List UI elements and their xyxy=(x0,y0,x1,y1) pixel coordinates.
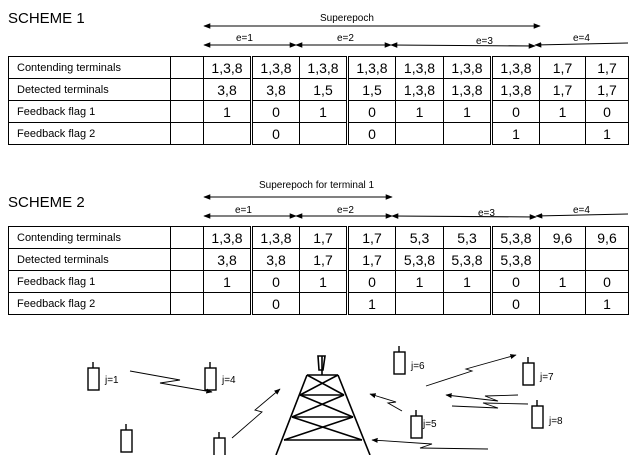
cell: 1 xyxy=(491,122,540,145)
scheme2-row-feedback-flag-1: Feedback flag 1 1 0 1 0 1 1 0 1 0 xyxy=(8,270,629,293)
cell: 1,7 xyxy=(539,78,586,101)
scheme1-epoch-2-label: e=2 xyxy=(337,33,354,44)
base-station-tower-icon xyxy=(275,355,371,455)
scheme2-epoch-4-arrow xyxy=(535,213,629,219)
cell: 9,6 xyxy=(585,226,629,249)
scheme1-row-contending: Contending terminals 1,3,8 1,3,8 1,3,8 1… xyxy=(8,56,629,79)
cell xyxy=(203,122,253,145)
link-j6-zigzag xyxy=(425,354,517,387)
scheme2-epoch-4-label: e=4 xyxy=(573,205,590,216)
scheme1-epoch-3-arrow xyxy=(390,42,536,49)
cell: 1 xyxy=(585,292,629,315)
cell: 1,3,8 xyxy=(395,78,444,101)
cell: 1,3,8 xyxy=(203,56,253,79)
cell: 1,3,8 xyxy=(491,56,540,79)
cell: 5,3,8 xyxy=(491,248,540,271)
cell xyxy=(203,292,253,315)
scheme2-row-feedback-flag-2: Feedback flag 2 0 1 0 1 xyxy=(8,292,629,315)
cell: 3,8 xyxy=(203,78,253,101)
scheme1-row-detected: Detected terminals 3,8 3,8 1,5 1,5 1,3,8… xyxy=(8,78,629,101)
cell: 1 xyxy=(203,100,253,123)
scheme2-row-detected: Detected terminals 3,8 3,8 1,7 1,7 5,3,8… xyxy=(8,248,629,271)
scheme2-epoch-3-arrow xyxy=(391,213,537,220)
cell xyxy=(299,292,349,315)
terminal-icon xyxy=(120,424,133,453)
terminal-j5-icon xyxy=(410,410,423,439)
scheme1-title: SCHEME 1 xyxy=(8,10,85,27)
terminal-j5-label: j=5 xyxy=(423,419,437,430)
terminal-j6-icon xyxy=(393,346,406,375)
scheme1-superepoch-label: Superepoch xyxy=(320,13,374,24)
cell xyxy=(299,122,349,145)
scheme1-epoch-4-arrow xyxy=(534,42,629,48)
cell xyxy=(443,292,493,315)
terminal-j1-icon xyxy=(87,362,100,391)
terminal-j8-icon xyxy=(531,400,544,429)
cell: 1,5 xyxy=(299,78,349,101)
terminal-j6-label: j=6 xyxy=(411,361,425,372)
link-downlink-zigzag xyxy=(371,437,489,450)
row-label: Feedback flag 1 xyxy=(8,270,171,293)
terminal-icon xyxy=(213,432,226,455)
scheme2-superepoch-label: Superepoch for terminal 1 xyxy=(259,180,375,191)
terminal-j7-icon xyxy=(522,357,535,386)
scheme1-row-feedback-flag-2: Feedback flag 2 0 0 1 1 xyxy=(8,122,629,145)
scheme1-table: Contending terminals 1,3,8 1,3,8 1,3,8 1… xyxy=(8,56,629,145)
link-j5-zigzag xyxy=(369,393,403,412)
row-label: Feedback flag 2 xyxy=(8,292,171,315)
cell: 1 xyxy=(299,100,349,123)
terminal-j4-icon xyxy=(204,362,217,391)
scheme1-epoch-3-label: e=3 xyxy=(476,36,493,47)
cell: 1,5 xyxy=(347,78,396,101)
cell: 1,3,8 xyxy=(443,56,493,79)
link-j8-zigzag xyxy=(451,402,529,409)
terminal-j1-label: j=1 xyxy=(105,375,119,386)
cell: 1,3,8 xyxy=(251,226,300,249)
cell: 0 xyxy=(347,122,396,145)
cell: 1 xyxy=(347,292,396,315)
row-label: Detected terminals xyxy=(8,248,171,271)
cell: 1,3,8 xyxy=(203,226,253,249)
scheme1-epoch-4-label: e=4 xyxy=(573,33,590,44)
terminal-j4-label: j=4 xyxy=(222,375,236,386)
scheme2-epoch-2-label: e=2 xyxy=(337,205,354,216)
cell: 1,3,8 xyxy=(347,56,396,79)
scheme1-epoch-1-label: e=1 xyxy=(236,33,253,44)
scheme2-title: SCHEME 2 xyxy=(8,194,85,211)
link-j1-zigzag xyxy=(129,370,213,394)
terminal-j8-label: j=8 xyxy=(549,416,563,427)
cell xyxy=(443,122,493,145)
cell: 1 xyxy=(585,122,629,145)
terminal-j7-label: j=7 xyxy=(540,372,554,383)
link-j7-zigzag xyxy=(445,393,519,402)
link-j4-zigzag xyxy=(231,388,281,439)
cell: 5,3,8 xyxy=(491,226,540,249)
cell: 1,7 xyxy=(585,78,629,101)
cell: 1,7 xyxy=(299,248,349,271)
scheme2-epoch-1-label: e=1 xyxy=(235,205,252,216)
cell: 5,3 xyxy=(443,226,493,249)
cell: 1,3,8 xyxy=(491,78,540,101)
scheme2-table: Contending terminals 1,3,8 1,3,8 1,7 1,7… xyxy=(8,226,629,315)
